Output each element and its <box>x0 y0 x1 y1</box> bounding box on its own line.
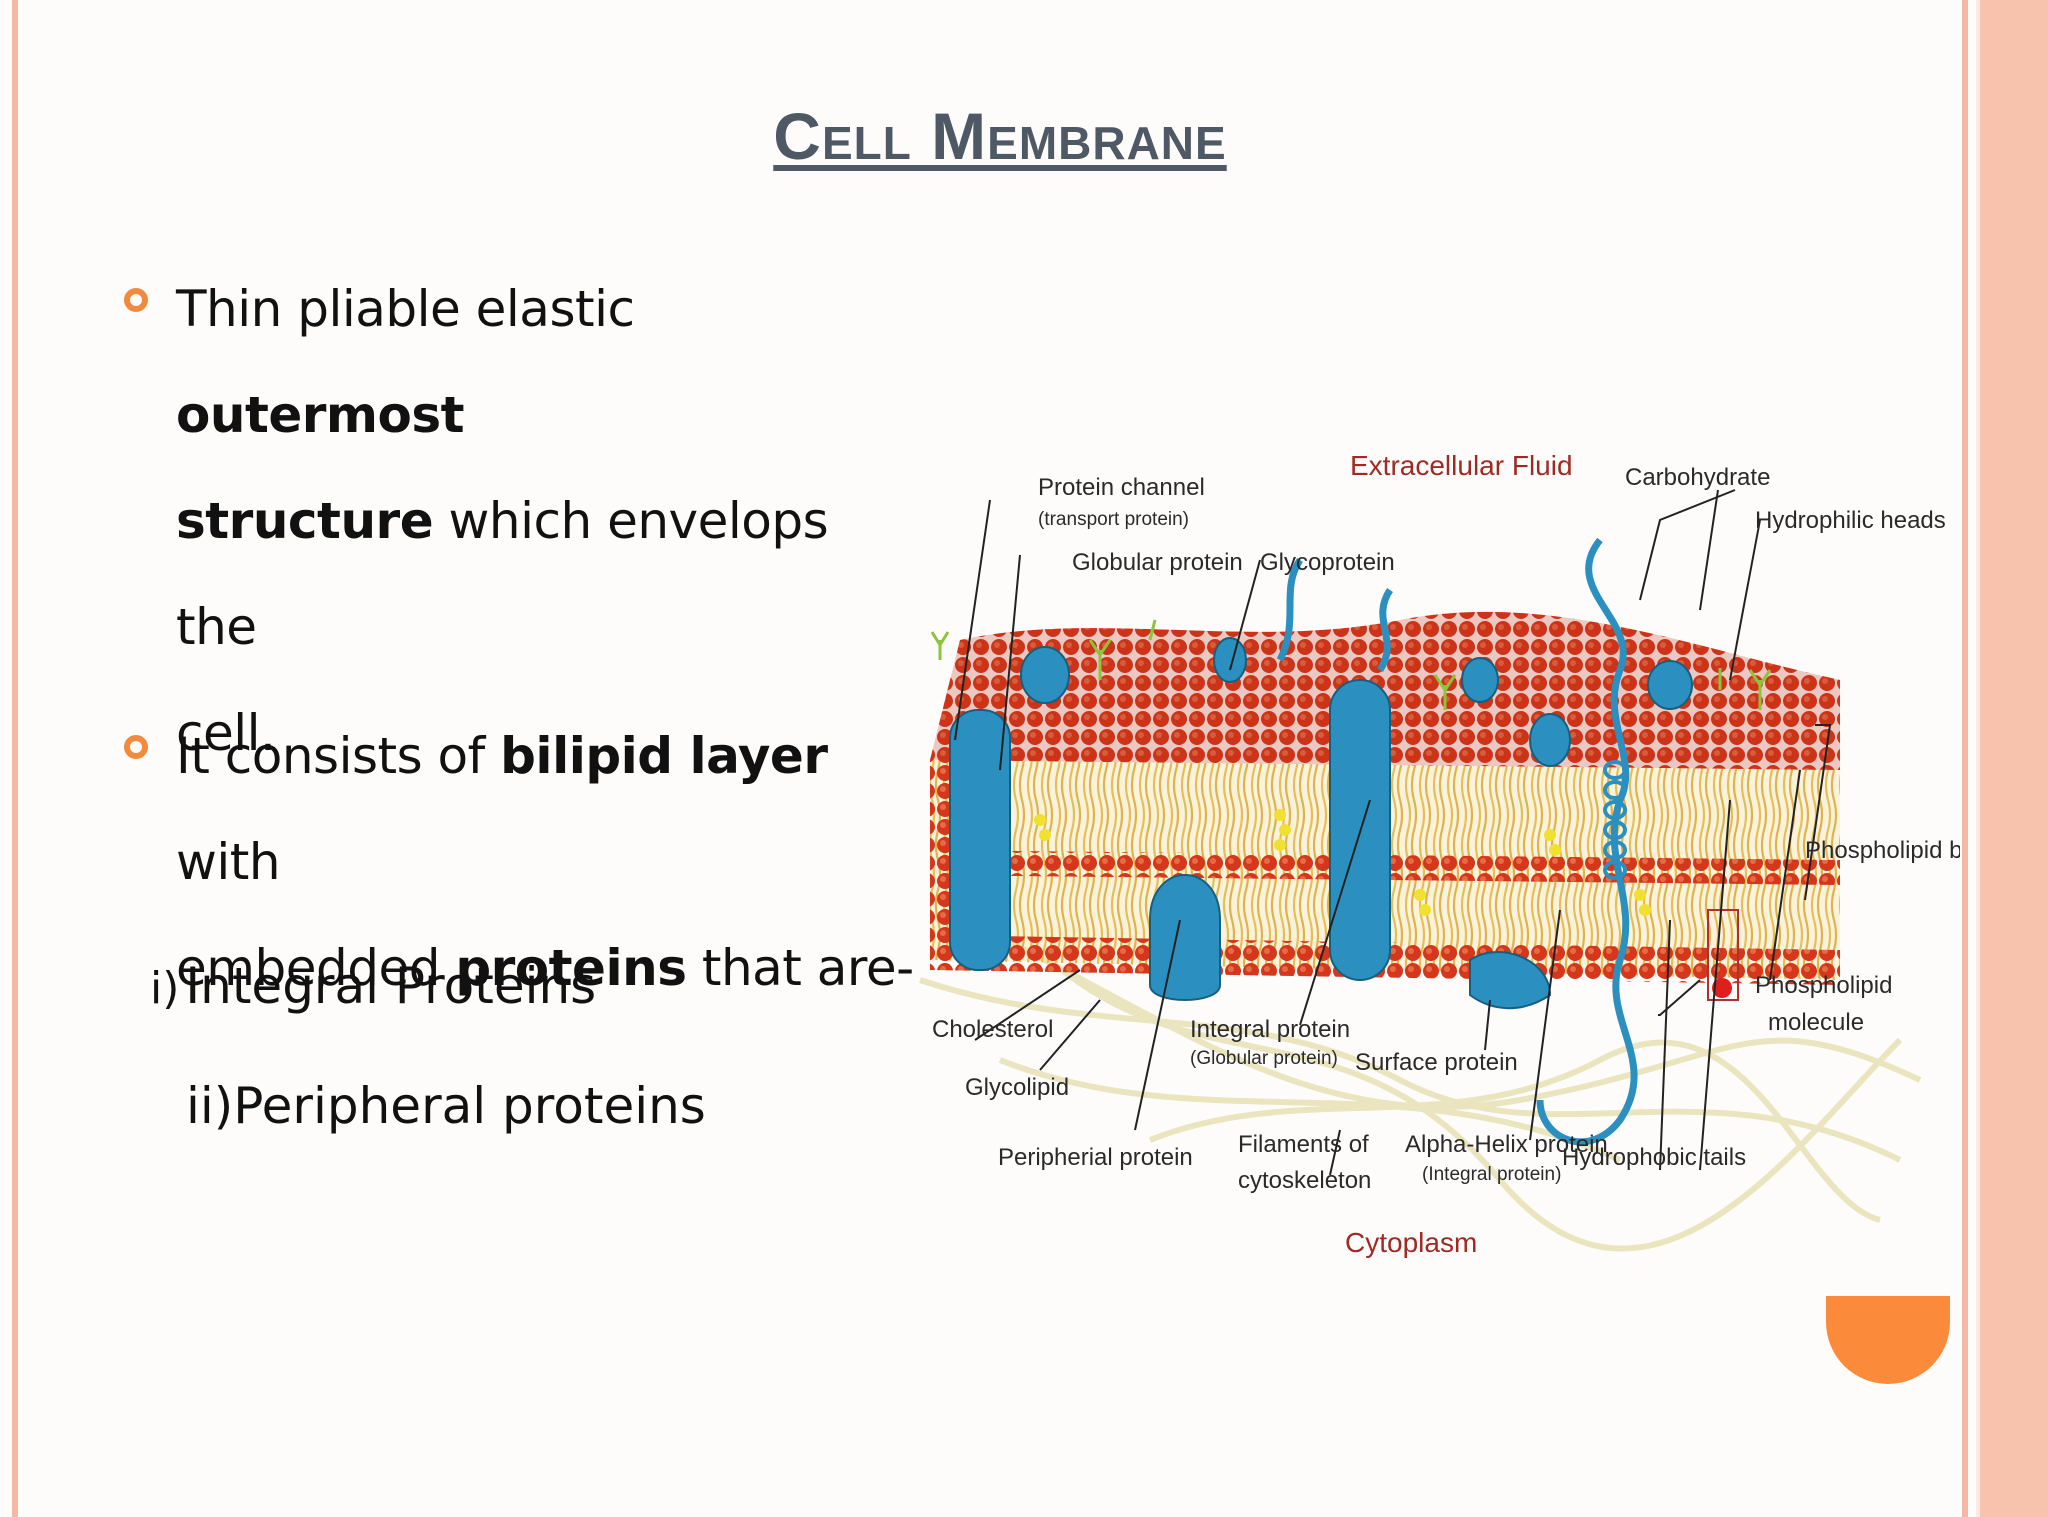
label-cytoplasm: Cytoplasm <box>1345 1227 1477 1258</box>
right-frame-band <box>1980 0 2048 1517</box>
bullet-2-line-2: embedded proteins that are- <box>176 939 914 997</box>
phospholipid-molecule-dot <box>1712 978 1732 998</box>
label-hydrophilic-heads: Hydrophilic heads <box>1755 507 1946 534</box>
label-globular-protein-paren: (Globular protein) <box>1190 1048 1338 1069</box>
label-carbohydrate: Carbohydrate <box>1625 464 1770 491</box>
right-frame-gap <box>1976 0 1980 1517</box>
bullet-1-text: Thin pliable elastic outermost structure… <box>176 256 896 786</box>
label-integral-protein-paren: (Integral protein) <box>1422 1164 1561 1185</box>
bullet-circle-icon <box>124 288 148 312</box>
label-extracellular-fluid: Extracellular Fluid <box>1350 450 1573 481</box>
label-filaments-of: Filaments of <box>1238 1131 1369 1158</box>
label-integral-protein: Integral protein <box>1190 1016 1350 1043</box>
bullet-1-line-3: cell. <box>176 704 276 762</box>
label-phospholipid: Phospholipid <box>1755 972 1892 999</box>
subitem-peripheral: ii)Peripheral proteins <box>186 1077 706 1135</box>
right-frame-stripe <box>1962 0 1968 1517</box>
left-frame-stripe <box>12 0 18 1517</box>
label-transport-protein: (transport protein) <box>1038 509 1189 530</box>
subitem-text: Peripheral proteins <box>233 1077 706 1135</box>
label-glycoprotein: Glycoprotein <box>1260 549 1395 576</box>
cell-membrane-diagram: Extracellular Fluid Carbohydrate Hydroph… <box>919 450 1960 1258</box>
subitem-text: Integral Proteins <box>185 957 597 1015</box>
label-globular-protein: Globular protein <box>1072 549 1243 576</box>
label-cholesterol: Cholesterol <box>932 1016 1053 1043</box>
label-phospholipid-bilayer: Phospholipid bilayer <box>1805 837 1960 864</box>
label-molecule: molecule <box>1768 1009 1864 1036</box>
bullet-2-line-1: It consists of bilipid layer with <box>176 727 828 891</box>
bullet-circle-icon <box>124 735 148 759</box>
decorative-orange-circle <box>1826 1296 1950 1384</box>
cholesterol-molecules <box>1034 809 1651 916</box>
subitem-marker: i) <box>150 963 180 1014</box>
slide-title: Cell Membrane <box>0 98 2000 174</box>
label-cytoskeleton: cytoskeleton <box>1238 1167 1371 1194</box>
leader-lines <box>954 489 1832 1176</box>
bullet-1-line-1: Thin pliable elastic outermost <box>176 280 635 444</box>
slide-title-text: Cell Membrane <box>773 99 1227 173</box>
subitem-marker: ii) <box>186 1077 234 1135</box>
subitem-integral: i)Integral Proteins <box>150 957 596 1015</box>
bullet-2-text: It consists of bilipid layer with embedd… <box>176 703 916 1021</box>
bullet-1-line-2: structure which envelops the <box>176 492 829 656</box>
label-surface-protein: Surface protein <box>1355 1049 1518 1076</box>
carbohydrate-chains <box>930 619 1772 710</box>
membrane-proteins <box>949 637 1693 1010</box>
label-glycolipid: Glycolipid <box>965 1074 1069 1101</box>
label-hydrophobic-tails: Hydrophobic tails <box>1562 1144 1746 1171</box>
alpha-helix-protein <box>1276 537 1638 1146</box>
label-protein-channel: Protein channel <box>1038 474 1205 501</box>
bilayer-top-heads <box>930 611 1840 770</box>
label-alpha-helix: Alpha-Helix protein <box>1405 1131 1608 1158</box>
label-peripherial-protein: Peripherial protein <box>998 1144 1193 1171</box>
